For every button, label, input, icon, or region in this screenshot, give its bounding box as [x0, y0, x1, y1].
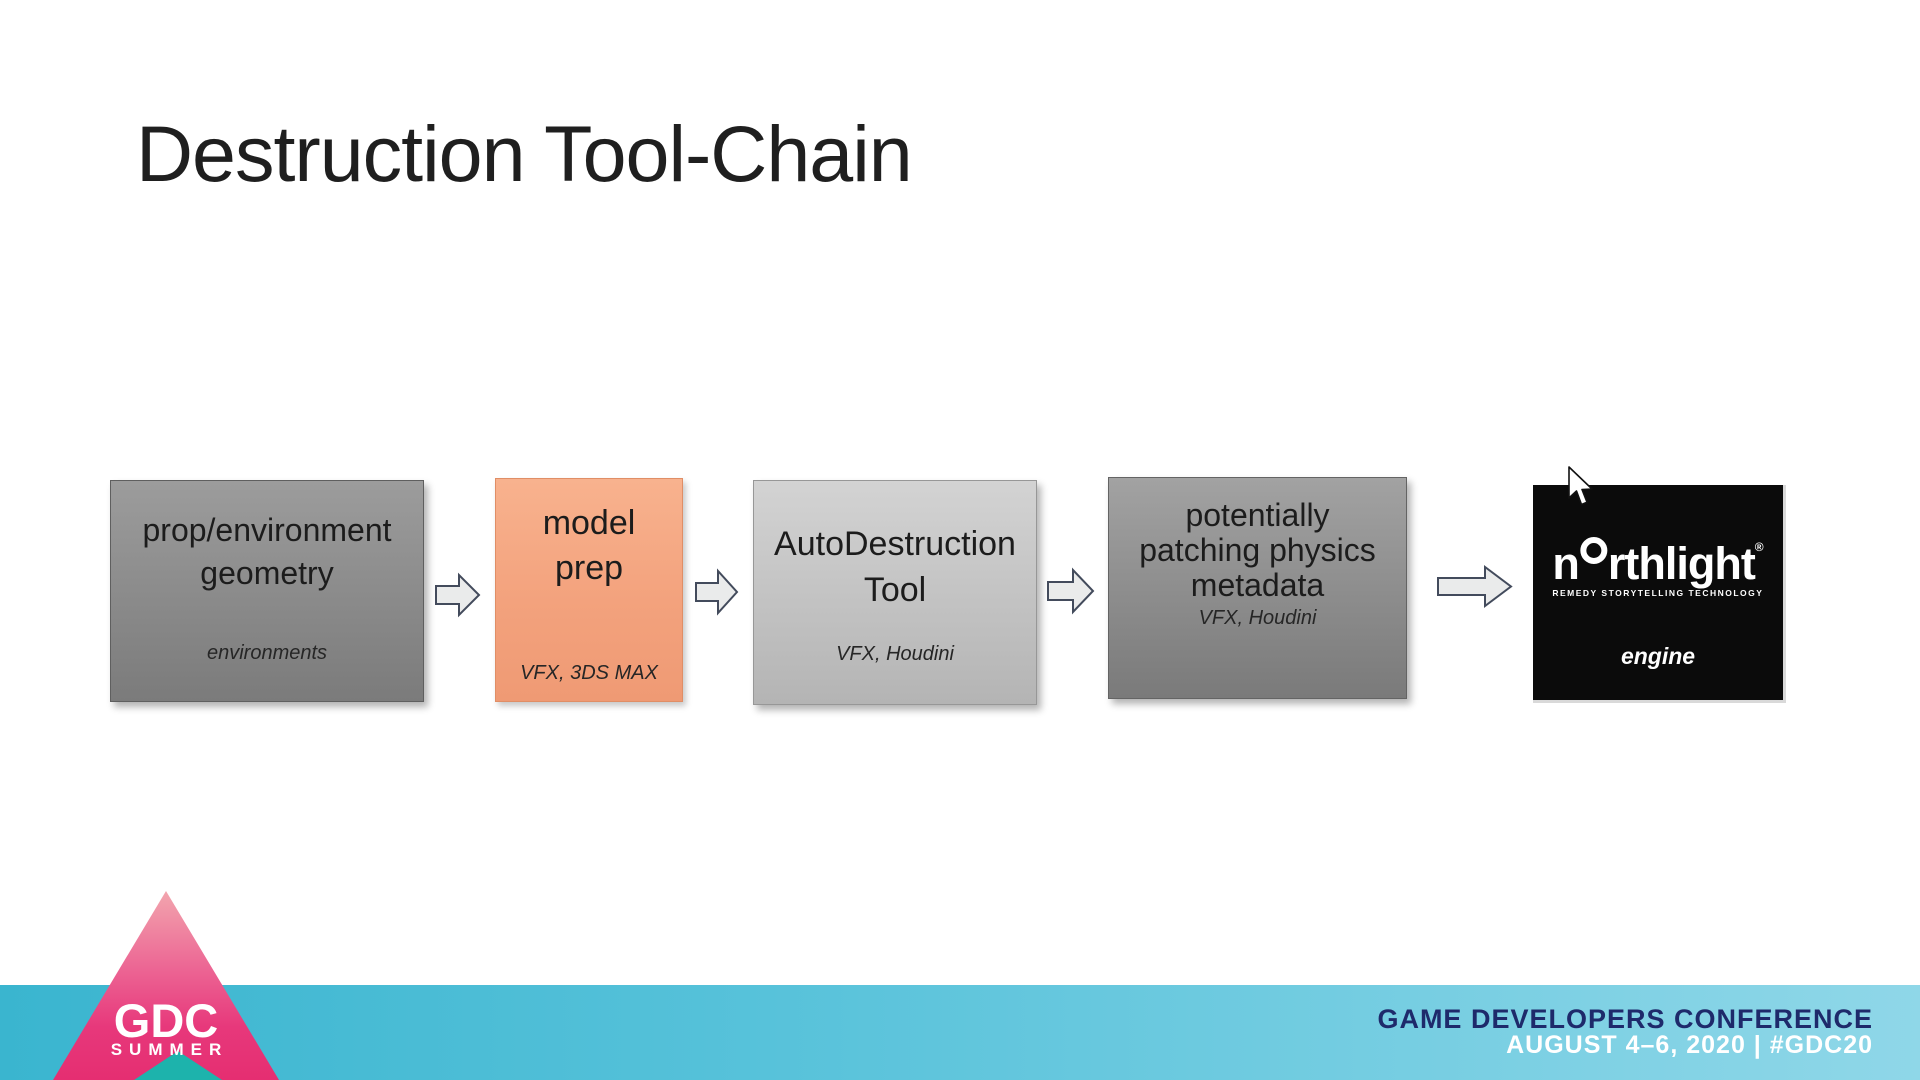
northlight-wordmark: n rthlight® REMEDY STORYTELLING TECHNOLOG…: [1552, 537, 1764, 598]
gdc-logo-acronym: GDC: [113, 994, 219, 1047]
flow-box-model-prep: model prep VFX, 3DS MAX: [495, 478, 683, 702]
northlight-o-ring-icon: [1579, 537, 1607, 564]
northlight-engine-label: engine: [1620, 643, 1696, 669]
footer-band: [0, 985, 1920, 1080]
northlight-wordmark-prefix: n: [1552, 538, 1579, 589]
flow-arrow-icon: [1047, 565, 1095, 617]
footer-conference-title: GAME DEVELOPERS CONFERENCE: [1377, 1004, 1873, 1034]
flow-box-label: AutoDestruction Tool: [774, 525, 1016, 609]
flow-box-autodestruction-tool: AutoDestruction Tool VFX, Houdini: [753, 480, 1037, 705]
flow-box-subtitle: environments: [206, 642, 328, 664]
northlight-wordmark-suffix: rthlight: [1607, 538, 1756, 589]
flow-box-label: potentially patching physics metadata: [1139, 497, 1376, 603]
northlight-engine-logo: n rthlight® REMEDY STORYTELLING TECHNOLOG…: [1533, 485, 1786, 703]
footer-conference-dates: AUGUST 4–6, 2020 | #GDC20: [1506, 1031, 1873, 1059]
mouse-cursor-icon: [1567, 466, 1594, 513]
flow-box-label: model prep: [542, 504, 636, 587]
registered-mark: ®: [1754, 540, 1764, 554]
flow-box-prop-environment-geometry: prop/environment geometry environments: [110, 480, 424, 702]
slide-title: Destruction Tool-Chain: [136, 109, 913, 198]
flow-arrow-icon: [695, 566, 739, 618]
gdc-logo-season: SUMMER: [110, 1040, 229, 1059]
flow-box-subtitle: VFX, Houdini: [1198, 607, 1317, 629]
flow-box-label: prop/environment geometry: [142, 512, 392, 591]
flow-box-patching-physics-metadata: potentially patching physics metadata VF…: [1108, 477, 1407, 699]
northlight-tagline: REMEDY STORYTELLING TECHNOLOGY: [1552, 588, 1764, 598]
flow-box-subtitle: VFX, 3DS MAX: [520, 662, 658, 684]
flow-box-subtitle: VFX, Houdini: [836, 643, 954, 665]
flow-arrow-icon: [435, 570, 481, 620]
flow-arrow-icon: [1437, 563, 1513, 610]
